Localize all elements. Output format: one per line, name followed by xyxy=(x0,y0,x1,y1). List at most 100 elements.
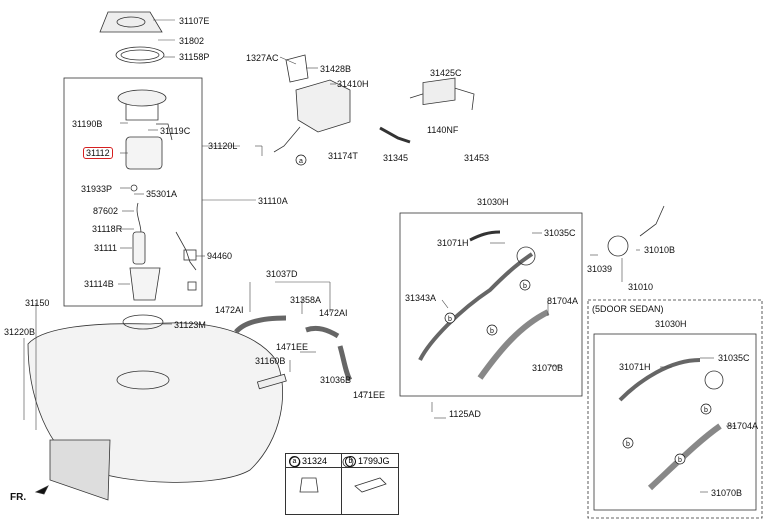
label-31160B: 31160B xyxy=(255,356,286,366)
label-31071H-sedan: 31071H xyxy=(619,362,651,372)
sender-arm xyxy=(175,231,197,271)
label-31071H: 31071H xyxy=(437,238,469,248)
label-31425C: 31425C xyxy=(430,68,462,78)
vent-hose xyxy=(305,325,340,339)
label-31111: 31111 xyxy=(94,243,118,253)
leader-lines xyxy=(23,19,736,493)
label-31070B-sedan: 31070B xyxy=(711,488,743,498)
label-31174T: 31174T xyxy=(328,151,358,161)
label-31358A: 31358A xyxy=(290,295,322,305)
fuel-door-cable xyxy=(639,205,665,237)
heat-protector xyxy=(49,439,111,501)
fuel-cap xyxy=(607,235,629,257)
label-31343A: 31343A xyxy=(405,293,437,303)
breather-hose xyxy=(337,345,353,382)
label-1327AC: 1327AC xyxy=(246,53,279,63)
label-1140NF: 1140NF xyxy=(427,125,459,135)
label-31120L: 31120L xyxy=(208,141,238,151)
level-sender xyxy=(183,249,197,261)
pump-module-box xyxy=(63,77,203,307)
tank-opening xyxy=(116,370,170,390)
vapor-line xyxy=(273,126,301,153)
label-31110A: 31110A xyxy=(258,196,288,206)
filler-hose xyxy=(234,315,287,334)
marker-b: b xyxy=(490,328,494,335)
label-31107E: 31107E xyxy=(179,16,210,26)
label-1125AD: 1125AD xyxy=(449,409,481,419)
label-31453: 31453 xyxy=(464,153,490,163)
pump-plate xyxy=(117,89,167,107)
marker-b: b xyxy=(448,316,452,323)
label-1471EE-top: 1471EE xyxy=(276,342,309,352)
marker-b: b xyxy=(678,457,682,464)
label-31070B: 31070B xyxy=(532,363,564,373)
label-31030H: 31030H xyxy=(477,197,509,207)
label-31428B: 31428B xyxy=(320,64,352,74)
filler-neck xyxy=(418,252,534,361)
label-31158P: 31158P xyxy=(179,52,210,62)
label-31123M: 31123M xyxy=(174,320,206,330)
clip-31324-icon xyxy=(299,477,319,493)
label-31190B: 31190B xyxy=(72,119,103,129)
filler-inlet xyxy=(516,246,536,266)
label-31010: 31010 xyxy=(628,282,654,292)
canister-filter xyxy=(422,77,456,106)
pump-cover xyxy=(99,11,163,33)
front-arrow-icon xyxy=(34,485,49,495)
canister-bracket xyxy=(285,54,309,83)
filler-neck-box xyxy=(399,212,583,397)
legend-mark-b: b xyxy=(345,456,356,468)
marker-a: a xyxy=(299,158,303,165)
sedan-variant-box xyxy=(587,299,763,519)
label-31150: 31150 xyxy=(25,298,50,308)
breather-pipe xyxy=(256,373,287,390)
pump-reservoir xyxy=(129,267,161,301)
cover-center xyxy=(116,16,146,28)
label-1471EE-bottom: 1471EE xyxy=(353,390,386,400)
label-31118R: 31118R xyxy=(92,224,123,234)
label-31114B: 31114B xyxy=(84,279,114,289)
clip-1799JG-icon xyxy=(354,477,387,493)
label-31037D: 31037D xyxy=(266,269,298,279)
fuel-pump-motor xyxy=(132,231,146,265)
pressure-regulator xyxy=(130,184,138,192)
lock-ring xyxy=(115,46,165,64)
fuel-filter xyxy=(125,136,163,170)
label-1472AI-left: 1472AI xyxy=(215,305,244,315)
label-31220B: 31220B xyxy=(4,327,36,337)
label-31119C: 31119C xyxy=(160,126,191,136)
float xyxy=(187,281,197,291)
label-5door-sedan: (5DOOR SEDAN) xyxy=(592,304,664,314)
front-direction-label: FR. xyxy=(10,492,27,503)
label-31035C: 31035C xyxy=(544,228,576,238)
label-94460: 94460 xyxy=(207,251,233,261)
label-1472AI-right: 1472AI xyxy=(319,308,348,318)
lock-ring-inner xyxy=(120,49,160,61)
legend-part-b: 1799JG xyxy=(358,456,390,466)
legend-mark-a: a xyxy=(289,456,300,468)
label-31802: 31802 xyxy=(179,36,205,46)
sedan-filler-pipe xyxy=(647,423,722,491)
label-31112-highlighted[interactable]: 31112 xyxy=(83,147,113,159)
sedan-inner-box xyxy=(593,333,757,511)
pump-line xyxy=(156,123,173,141)
label-31036B: 31036B xyxy=(320,375,352,385)
label-87602: 87602 xyxy=(93,206,119,216)
label-31030H-sedan: 31030H xyxy=(655,319,687,329)
label-31345: 31345 xyxy=(383,153,409,163)
callout-letters: a b b b b b b xyxy=(299,158,708,464)
label-31010B: 31010B xyxy=(644,245,676,255)
vent-tube xyxy=(469,230,501,242)
label-31035C-sedan: 31035C xyxy=(718,353,750,363)
label-31039: 31039 xyxy=(587,264,613,274)
legend-divider xyxy=(341,454,342,514)
canister xyxy=(295,79,351,133)
label-81704A-sedan: 81704A xyxy=(727,421,759,431)
pump-gasket xyxy=(122,314,164,330)
sedan-filler-neck xyxy=(618,358,701,402)
